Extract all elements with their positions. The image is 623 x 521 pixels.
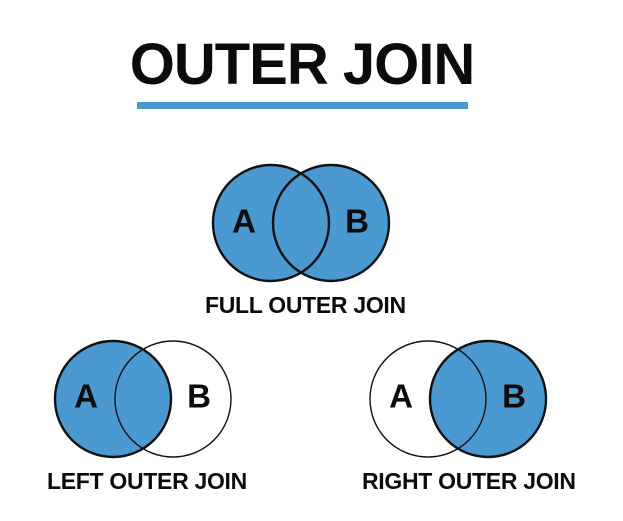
left-circle-outline: [369, 340, 487, 458]
venn-caption: RIGHT OUTER JOIN: [362, 468, 576, 494]
venn-svg: A B: [53, 339, 232, 459]
venn-diagram-left-outer-join: A B LEFT OUTER JOIN: [47, 333, 247, 495]
set-a-label: A: [74, 378, 98, 415]
set-b-label: B: [502, 378, 526, 415]
set-a-label: A: [389, 378, 413, 415]
left-circle-outline: [53, 339, 173, 459]
set-b-label: B: [345, 203, 369, 240]
venn-svg: A B: [211, 163, 391, 283]
right-circle-outline: [271, 163, 391, 283]
venn-svg: A B: [369, 339, 548, 459]
right-circle-outline: [428, 339, 548, 459]
venn-diagram-right-outer-join: A B RIGHT OUTER JOIN: [362, 333, 576, 495]
page-title: OUTER JOIN: [129, 32, 476, 97]
venn-diagram-full-outer-join: A B FULL OUTER JOIN: [205, 157, 406, 319]
right-circle-outline: [114, 340, 232, 458]
left-circle: [55, 341, 171, 457]
venn-caption: FULL OUTER JOIN: [205, 292, 406, 318]
title-block: OUTER JOIN: [122, 36, 482, 94]
left-circle-outline: [211, 163, 331, 283]
set-b-label: B: [187, 378, 211, 415]
right-circle: [430, 341, 546, 457]
title-underline: [137, 102, 468, 109]
venn-caption: LEFT OUTER JOIN: [47, 468, 247, 494]
right-circle: [273, 165, 389, 281]
set-a-label: A: [232, 203, 256, 240]
